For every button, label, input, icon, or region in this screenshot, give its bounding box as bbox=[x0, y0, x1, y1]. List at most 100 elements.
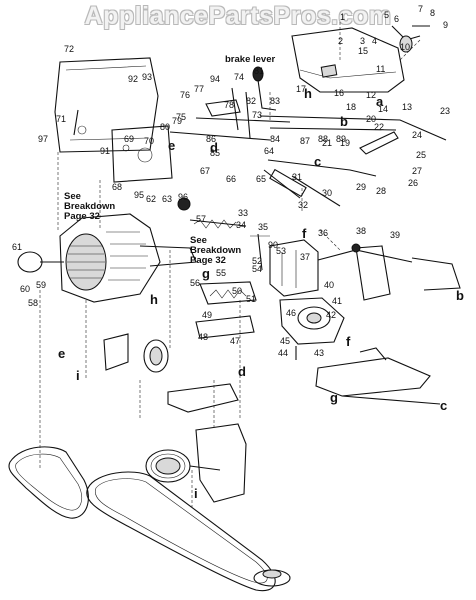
part-label-28: 28 bbox=[376, 186, 386, 196]
part-label-2: 2 bbox=[338, 36, 343, 46]
part-label-91: 91 bbox=[100, 146, 110, 156]
part-label-53: 53 bbox=[276, 246, 286, 256]
drive-pulley bbox=[143, 339, 169, 373]
ref-letter-g: g bbox=[330, 390, 338, 405]
part-label-26: 26 bbox=[408, 178, 418, 188]
ref-letter-d: d bbox=[238, 364, 246, 379]
part-label-4: 4 bbox=[372, 36, 377, 46]
part-label-55: 55 bbox=[216, 268, 226, 278]
part-label-32: 32 bbox=[298, 200, 308, 210]
part-label-17: 17 bbox=[296, 84, 306, 94]
part-label-81: 81 bbox=[254, 66, 264, 76]
part-label-27: 27 bbox=[412, 166, 422, 176]
part-label-51: 51 bbox=[246, 294, 256, 304]
part-label-24: 24 bbox=[412, 130, 422, 140]
part-label-37: 37 bbox=[300, 252, 310, 262]
engine-belt bbox=[8, 446, 89, 519]
ref-letter-b: b bbox=[456, 288, 464, 303]
part-label-95: 95 bbox=[134, 190, 144, 200]
part-label-31: 31 bbox=[292, 172, 302, 182]
part-label-97: 97 bbox=[38, 134, 48, 144]
part-label-41: 41 bbox=[332, 296, 342, 306]
part-label-3: 3 bbox=[360, 36, 365, 46]
part-label-13: 13 bbox=[402, 102, 412, 112]
part-label-59: 59 bbox=[36, 280, 46, 290]
part-label-68: 68 bbox=[112, 182, 122, 192]
part-label-62: 62 bbox=[146, 194, 156, 204]
part-label-30: 30 bbox=[322, 188, 332, 198]
part-label-20: 20 bbox=[366, 114, 376, 124]
ref-letter-e: e bbox=[58, 346, 65, 361]
engine-flywheel bbox=[65, 233, 107, 291]
part-label-76: 76 bbox=[180, 90, 190, 100]
part-label-22: 22 bbox=[374, 122, 384, 132]
brake-lever-note: brake lever bbox=[225, 54, 276, 65]
part-label-19: 19 bbox=[340, 138, 350, 148]
part-label-39: 39 bbox=[390, 230, 400, 240]
ref-letter-h: h bbox=[150, 292, 158, 307]
part-label-63: 63 bbox=[162, 194, 172, 204]
ref-letter-e: e bbox=[168, 138, 175, 153]
watermark: AppliancePartsPros.com bbox=[84, 2, 392, 30]
part-label-64: 64 bbox=[264, 146, 274, 156]
part-label-87: 87 bbox=[300, 136, 310, 146]
part-label-8: 8 bbox=[430, 8, 435, 18]
part-label-7: 7 bbox=[418, 4, 423, 14]
part-label-5: 5 bbox=[384, 10, 389, 20]
part-label-42: 42 bbox=[326, 310, 336, 320]
part-label-78: 78 bbox=[224, 100, 234, 110]
part-label-75: 75 bbox=[176, 112, 186, 122]
part-label-34: 34 bbox=[236, 220, 246, 230]
part-label-48: 48 bbox=[198, 332, 208, 342]
part-label-83: 83 bbox=[270, 96, 280, 106]
part-label-72: 72 bbox=[64, 44, 74, 54]
engine-block bbox=[59, 213, 161, 303]
ref-letter-c: c bbox=[314, 154, 321, 169]
part-label-14: 14 bbox=[378, 104, 388, 114]
part-label-10: 10 bbox=[400, 42, 410, 52]
ref-letter-i: i bbox=[194, 486, 198, 501]
ref-letter-c: c bbox=[440, 398, 447, 413]
part-label-94: 94 bbox=[210, 74, 220, 84]
transmission-bracket bbox=[195, 423, 247, 503]
part-label-86: 86 bbox=[206, 134, 216, 144]
see-breakdown-note-1: See Breakdown Page 32 bbox=[64, 191, 116, 222]
part-label-60: 60 bbox=[20, 284, 30, 294]
engine-bracket bbox=[111, 125, 173, 183]
part-label-73: 73 bbox=[252, 110, 262, 120]
part-label-85: 85 bbox=[210, 148, 220, 158]
part-label-71: 71 bbox=[56, 114, 66, 124]
shift-linkage bbox=[315, 357, 431, 397]
part-label-50: 50 bbox=[232, 286, 242, 296]
ref-letter-f: f bbox=[346, 334, 351, 349]
part-label-77: 77 bbox=[194, 84, 204, 94]
part-label-67: 67 bbox=[200, 166, 210, 176]
ref-letter-a: a bbox=[376, 94, 384, 109]
part-label-52: 52 bbox=[252, 256, 262, 266]
part-label-25: 25 bbox=[416, 150, 426, 160]
part-label-15: 15 bbox=[358, 46, 368, 56]
part-label-11: 11 bbox=[376, 64, 385, 74]
ref-letter-f: f bbox=[302, 226, 307, 241]
part-label-56: 56 bbox=[190, 278, 200, 288]
bottom-pulley bbox=[253, 569, 291, 587]
part-label-74: 74 bbox=[234, 72, 244, 82]
part-label-93: 93 bbox=[142, 72, 152, 82]
part-label-40: 40 bbox=[324, 280, 334, 290]
part-label-61: 61 bbox=[12, 242, 22, 252]
ref-letter-g: g bbox=[202, 266, 210, 281]
part-label-92: 92 bbox=[128, 74, 138, 84]
part-label-35: 35 bbox=[258, 222, 268, 232]
part-label-21: 21 bbox=[322, 138, 332, 148]
choke-knob bbox=[177, 197, 191, 211]
part-label-1: 1 bbox=[340, 12, 345, 22]
part-label-57: 57 bbox=[196, 214, 206, 224]
part-label-16: 16 bbox=[334, 88, 344, 98]
part-label-9: 9 bbox=[443, 20, 448, 30]
part-label-29: 29 bbox=[356, 182, 366, 192]
part-label-46: 46 bbox=[286, 308, 296, 318]
part-label-69: 69 bbox=[124, 134, 134, 144]
idler-arm bbox=[103, 333, 129, 371]
